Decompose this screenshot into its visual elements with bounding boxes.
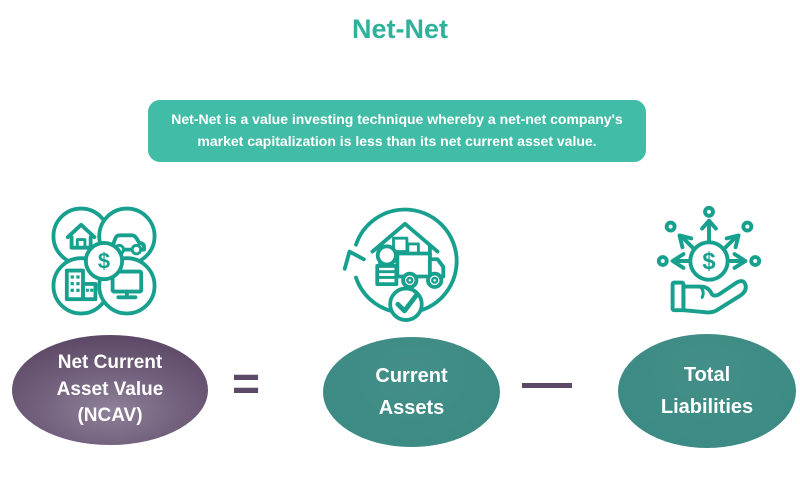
definition-text: Net-Net is a value investing technique w… xyxy=(171,111,623,149)
ncav-ellipse: Net Current Asset Value (NCAV) xyxy=(12,335,208,445)
total-liabilities-label-line2: Liabilities xyxy=(660,396,754,418)
dollar-sign: $ xyxy=(98,249,110,274)
current-assets-cycle-icon xyxy=(338,198,472,332)
asset-circles-icon: $ xyxy=(42,198,166,326)
page-title: Net-Net xyxy=(351,14,448,44)
equals-sign: = xyxy=(231,357,261,411)
current-assets-label-line1: Current xyxy=(375,365,448,387)
current-assets-label-line2: Assets xyxy=(378,397,445,419)
ncav-label-line3: (NCAV) xyxy=(77,405,143,427)
ncav-label-line2: Asset Value xyxy=(56,378,164,400)
total-liabilities-ellipse: Total Liabilities xyxy=(618,334,796,448)
dollar-sign: $ xyxy=(702,249,715,275)
ncav-label-line1: Net Current xyxy=(57,351,163,373)
definition-callout: Net-Net is a value investing technique w… xyxy=(148,100,646,162)
current-assets-ellipse: Current Assets xyxy=(323,337,500,447)
cash-distribution-hand-icon: $ xyxy=(645,200,773,322)
total-liabilities-label-line1: Total xyxy=(683,364,731,386)
minus-sign: — xyxy=(522,354,572,410)
